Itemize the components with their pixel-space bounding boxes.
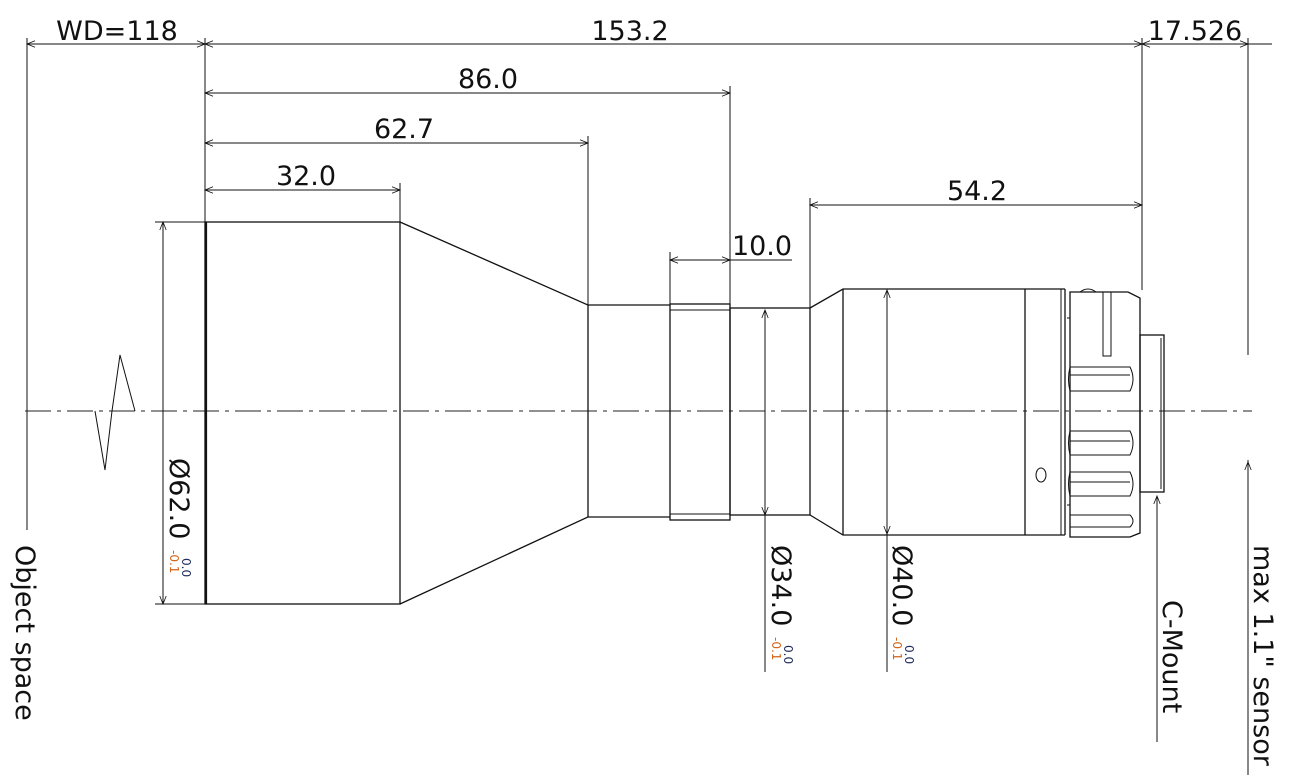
dim-dia-62: Ø62.0 0.0 -0.1 xyxy=(159,220,194,606)
knurl-grooves xyxy=(1068,366,1134,528)
break-symbol xyxy=(94,354,136,471)
dim-54-2-label: 54.2 xyxy=(947,176,1007,207)
c-mount-label: C-Mount xyxy=(1156,600,1187,713)
mount-ring xyxy=(1067,288,1165,538)
tol-upper: 0.0 xyxy=(781,645,795,664)
dim-flange: 17.526 xyxy=(1140,16,1272,48)
dim-dia-40: Ø40.0 0.0 -0.1 xyxy=(883,288,917,672)
dia-34-label: Ø34.0 xyxy=(765,545,796,626)
dim-10-label: 10.0 xyxy=(732,231,792,262)
dim-10: 10.0 xyxy=(668,231,792,264)
dim-wd-label: WD=118 xyxy=(56,16,178,47)
dim-flange-label: 17.526 xyxy=(1148,16,1242,47)
lens-body xyxy=(204,221,1066,605)
dim-wd: WD=118 xyxy=(25,16,207,48)
dim-54-2: 54.2 xyxy=(808,176,1144,209)
c-mount-callout: C-Mount xyxy=(1153,494,1187,742)
sensor-callout: max 1.1" sensor xyxy=(1244,460,1278,767)
dim-total-label: 153.2 xyxy=(591,16,668,47)
tol-lower: -0.1 xyxy=(890,637,904,660)
tol-lower: -0.1 xyxy=(167,550,181,573)
dia-40-label: Ø40.0 xyxy=(886,545,917,626)
tol-upper: 0.0 xyxy=(902,645,916,664)
sensor-label: max 1.1" sensor xyxy=(1247,545,1278,767)
extension-lines xyxy=(26,38,1249,775)
dim-62-7-label: 62.7 xyxy=(374,114,434,145)
dim-86: 86.0 xyxy=(203,64,732,97)
dim-32-label: 32.0 xyxy=(276,161,336,192)
dia-62-label: Ø62.0 xyxy=(163,458,194,539)
dim-86-label: 86.0 xyxy=(458,64,518,95)
dim-62-7: 62.7 xyxy=(203,114,590,147)
tol-upper: 0.0 xyxy=(179,558,193,577)
set-screw-hole xyxy=(1035,467,1047,483)
dim-total: 153.2 xyxy=(203,16,1144,48)
object-space-label: Object space xyxy=(9,545,40,721)
dim-32: 32.0 xyxy=(203,161,402,194)
dim-dia-34: Ø34.0 0.0 -0.1 xyxy=(761,308,796,672)
tol-lower: -0.1 xyxy=(769,637,783,660)
